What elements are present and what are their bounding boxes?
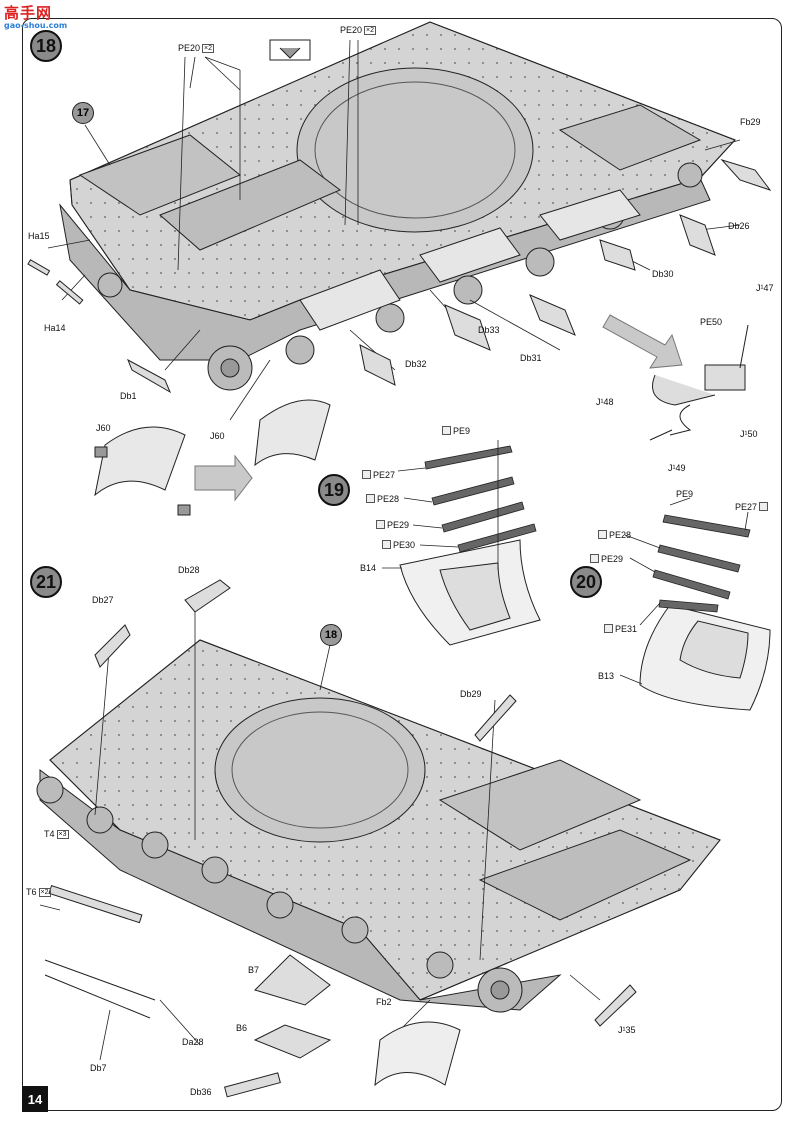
j60-parts (94, 399, 331, 516)
label-db1: Db1 (120, 391, 137, 401)
label-db27: Db27 (92, 595, 114, 605)
label-db26: Db26 (728, 221, 750, 231)
label-pe27-b: PE27 (735, 502, 770, 512)
label-fb29: Fb29 (740, 117, 761, 127)
label-j35: J¹35 (618, 1025, 636, 1035)
label-j60-b: J60 (210, 431, 225, 441)
label-t4: T4×3 (44, 829, 69, 839)
hull-underside-view (36, 639, 721, 1013)
label-ha15: Ha15 (28, 231, 50, 241)
assembly-arrow-18 (194, 454, 253, 502)
label-db29: Db29 (460, 689, 482, 699)
step-21-badge: 21 (30, 566, 62, 598)
label-db7: Db7 (90, 1063, 107, 1073)
label-pe28-a: PE28 (366, 494, 399, 504)
label-fb2: Fb2 (376, 997, 392, 1007)
page-frame (22, 18, 782, 1111)
ref-step-17: 17 (72, 102, 94, 124)
leader-lines-19-20 (382, 440, 749, 685)
mudguard-b14 (399, 539, 541, 646)
step-19-badge: 19 (318, 474, 350, 506)
label-j48: J¹48 (596, 397, 614, 407)
label-ha14: Ha14 (44, 323, 66, 333)
label-pe29-a: PE29 (376, 520, 409, 530)
label-b7: B7 (248, 965, 260, 975)
label-b13: B13 (598, 671, 615, 681)
label-db31: Db31 (520, 353, 542, 363)
label-pe9-a: PE9 (442, 426, 470, 436)
label-da28: Da28 (182, 1037, 204, 1047)
step-20-badge: 20 (570, 566, 602, 598)
hull-top-view (59, 21, 736, 391)
pe-strips-19 (424, 445, 537, 553)
label-t6: T6×2 (26, 887, 51, 897)
pe-strips-20 (652, 514, 751, 613)
label-db30: Db30 (652, 269, 674, 279)
ref-step-18: 18 (320, 624, 342, 646)
label-db33: Db33 (478, 325, 500, 335)
j-parts-assembly (649, 324, 749, 441)
label-db28: Db28 (178, 565, 200, 575)
label-b6: B6 (236, 1023, 248, 1033)
label-pe30: PE30 (382, 540, 415, 550)
step-18-badge: 18 (30, 30, 62, 62)
label-db32: Db32 (405, 359, 427, 369)
loose-parts-21 (44, 579, 637, 1098)
label-j60-a: J60 (96, 423, 111, 433)
loose-parts-18 (27, 39, 772, 394)
label-pe29-b: PE29 (590, 554, 623, 564)
assembly-arrow-j (602, 314, 683, 369)
label-pe28-b: PE28 (598, 530, 631, 540)
page-number: 14 (22, 1086, 48, 1112)
label-j50: J¹50 (740, 429, 758, 439)
mudguard-b13 (639, 604, 771, 711)
label-j49: J¹49 (668, 463, 686, 473)
label-pe9-b: PE9 (676, 489, 694, 499)
label-pe20-a: PE20×2 (178, 43, 215, 53)
label-pe31: PE31 (604, 624, 637, 634)
label-db36: Db36 (190, 1087, 212, 1097)
label-b14: B14 (360, 563, 377, 573)
label-pe27-a: PE27 (362, 470, 395, 480)
leader-lines-21 (39, 595, 601, 1061)
label-pe20-b: PE20×2 (340, 25, 377, 35)
label-pe50: PE50 (700, 317, 723, 327)
label-j47: J¹47 (756, 283, 774, 293)
